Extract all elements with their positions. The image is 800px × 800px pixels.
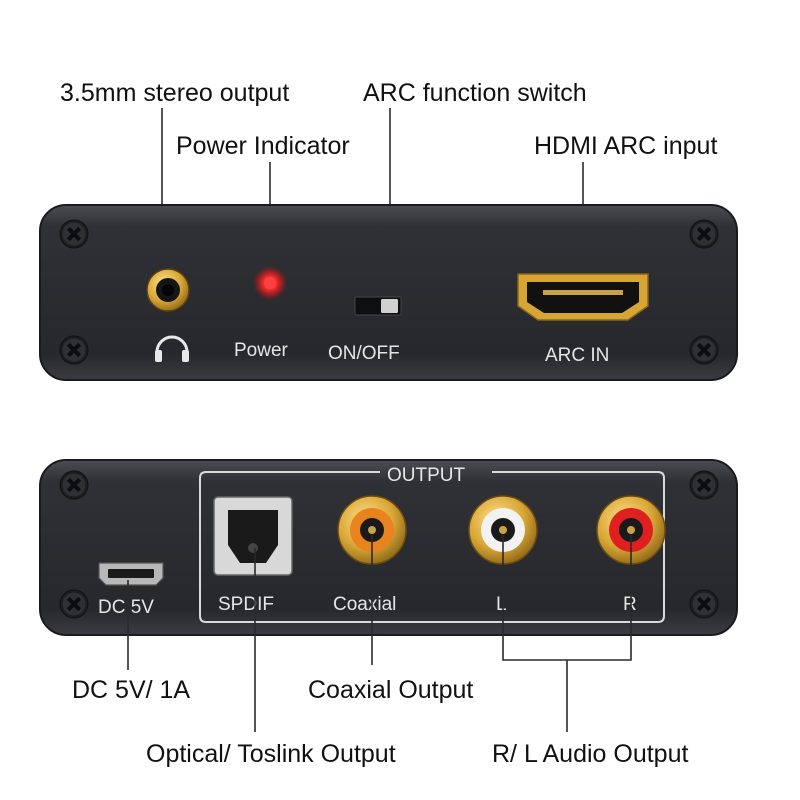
- screw-icon: [59, 470, 89, 500]
- arc-switch[interactable]: [354, 296, 402, 316]
- stereo-jack[interactable]: [146, 268, 190, 312]
- output-group-frame: [199, 471, 665, 623]
- dc-label: DC 5V: [98, 597, 154, 618]
- headphones-icon: [155, 335, 189, 362]
- hdmi-label: ARC IN: [545, 345, 609, 366]
- front-panel: Power ON/OFF ARC IN: [39, 204, 738, 381]
- screw-icon: [689, 470, 719, 500]
- coaxial-label: Coaxial: [333, 594, 396, 615]
- dc-power-port[interactable]: [98, 562, 164, 586]
- right-label: R: [623, 594, 637, 615]
- hdmi-port[interactable]: [517, 273, 649, 321]
- hdmi-arc-input-callout: HDMI ARC input: [534, 132, 717, 160]
- spdif-label: SPDIF: [218, 594, 274, 615]
- dc-power-callout: DC 5V/ 1A: [72, 676, 190, 704]
- screw-icon: [689, 219, 719, 249]
- optical-output-callout: Optical/ Toslink Output: [146, 740, 396, 768]
- power-indicator-callout: Power Indicator: [176, 132, 350, 160]
- rl-audio-output-callout: R/ L Audio Output: [492, 740, 688, 768]
- screw-icon: [59, 589, 89, 619]
- stereo-output-callout: 3.5mm stereo output: [60, 79, 289, 107]
- screw-icon: [689, 589, 719, 619]
- output-group-label: OUTPUT: [387, 465, 466, 486]
- coaxial-output-callout: Coaxial Output: [308, 676, 473, 704]
- left-label: L: [496, 594, 507, 615]
- screw-icon: [59, 219, 89, 249]
- back-panel: OUTPUT DC 5V SPDIF Coaxial L: [39, 459, 738, 636]
- screw-icon: [689, 335, 719, 365]
- power-label: Power: [234, 340, 289, 361]
- arc-switch-callout: ARC function switch: [363, 79, 587, 107]
- optical-port[interactable]: [213, 496, 293, 576]
- power-led: [253, 266, 287, 300]
- screw-icon: [59, 335, 89, 365]
- switch-label: ON/OFF: [328, 343, 400, 364]
- left-audio-port[interactable]: [468, 495, 538, 565]
- right-audio-port[interactable]: [596, 495, 666, 565]
